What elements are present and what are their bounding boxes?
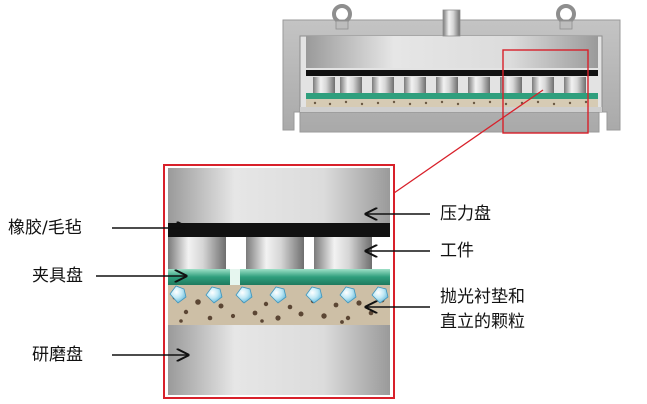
overview-fixture-plate xyxy=(306,93,598,99)
fixture-plate xyxy=(168,269,230,285)
machine-overview xyxy=(282,4,621,134)
label-pad-line2: 直立的颗粒 xyxy=(440,312,525,332)
arrow-icon xyxy=(96,214,430,355)
eye-bolt-icon xyxy=(332,4,352,30)
label-rubber-felt: 橡胶/毛毡 xyxy=(8,218,82,238)
zoom-detail xyxy=(163,164,395,399)
rubber-felt-layer xyxy=(168,223,390,237)
zoom-highlight-box xyxy=(502,49,589,134)
label-grinding-plate: 研磨盘 xyxy=(32,345,83,365)
grinding-plate xyxy=(168,325,390,395)
label-fixture-plate: 夹具盘 xyxy=(32,266,83,286)
overview-pressure-plate xyxy=(306,36,598,68)
overview-abrasive-layer xyxy=(306,99,598,107)
label-pressure-plate: 压力盘 xyxy=(440,204,491,224)
zoom-connector-line xyxy=(393,89,544,194)
label-workpiece: 工件 xyxy=(440,241,474,261)
eye-bolt-icon xyxy=(556,4,576,30)
overview-workpieces xyxy=(313,77,586,94)
pressure-plate xyxy=(168,168,390,223)
overview-grinding-plate xyxy=(300,107,602,112)
standing-grains xyxy=(169,285,389,304)
center-shaft xyxy=(442,9,461,37)
workpieces xyxy=(168,237,372,269)
overview-rubber-strip xyxy=(306,70,598,76)
label-pad-line1: 抛光衬垫和 xyxy=(440,287,525,307)
